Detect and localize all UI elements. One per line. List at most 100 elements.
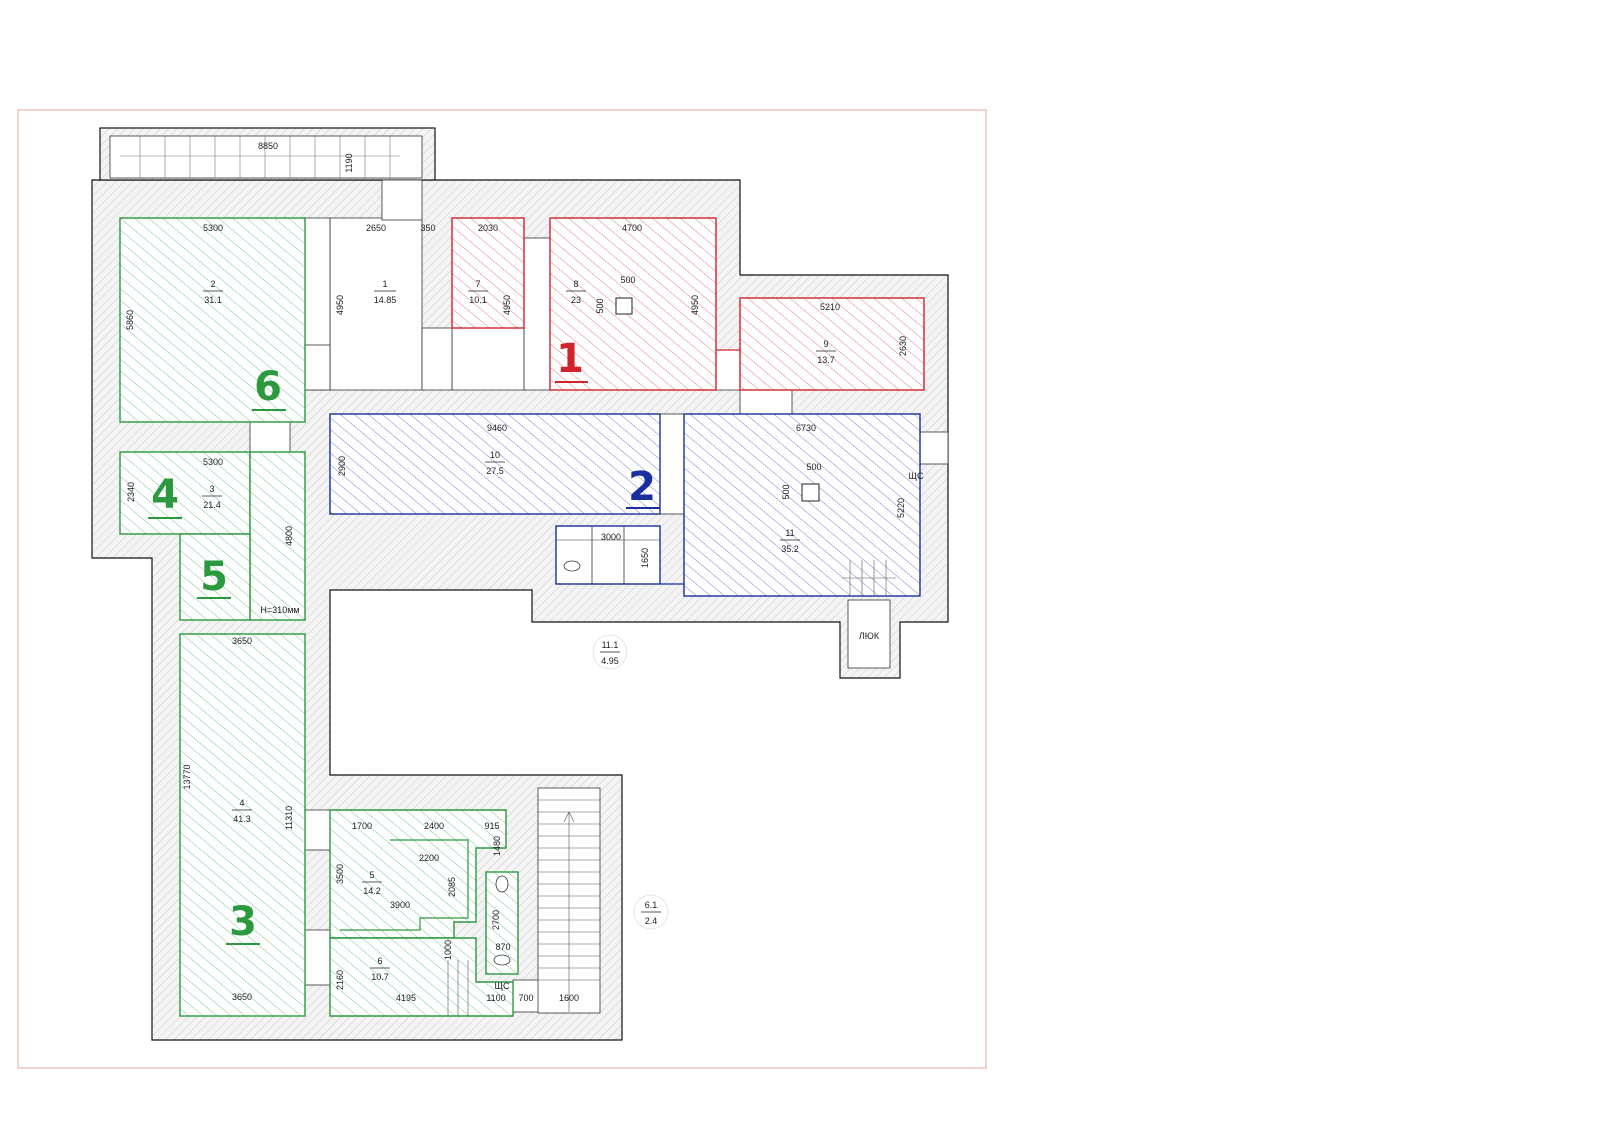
svg-text:11310: 11310 [284,806,294,830]
svg-text:35.2: 35.2 [781,544,799,554]
svg-text:1600: 1600 [559,993,579,1003]
svg-text:4700: 4700 [622,223,642,233]
zone-numbers: 1 2 3 4 5 6 [148,336,660,945]
room-label-6: 6 10.7 [370,956,390,982]
svg-text:500: 500 [781,484,791,499]
column-8 [615,297,633,315]
svg-text:11.1: 11.1 [602,640,619,650]
zone-4-number: 4 [151,472,179,518]
room-label-3: 3 21.4 [202,484,222,510]
svg-text:Н=310мм: Н=310мм [260,605,299,615]
svg-text:6.1: 6.1 [645,900,658,910]
svg-text:3: 3 [209,484,214,494]
svg-text:4950: 4950 [335,295,345,315]
svg-text:13770: 13770 [182,764,192,789]
svg-text:13.7: 13.7 [817,355,835,365]
svg-text:2: 2 [210,279,215,289]
room-labels: 1 14.85 2 31.1 3 21.4 4 41.3 5 14.2 6 10… [202,279,836,982]
zone-blue-rooms [329,413,921,597]
svg-text:8850: 8850 [258,141,278,151]
svg-text:23: 23 [571,295,581,305]
svg-text:6730: 6730 [796,423,816,433]
svg-text:5220: 5220 [896,498,906,518]
svg-text:3000: 3000 [601,532,621,542]
svg-text:7: 7 [475,279,480,289]
svg-text:5210: 5210 [820,302,840,312]
svg-text:2400: 2400 [424,821,444,831]
room-label-4: 4 41.3 [232,798,252,824]
svg-text:500: 500 [595,298,605,313]
svg-text:10.7: 10.7 [371,972,389,982]
zone-1-number: 1 [556,336,584,382]
svg-text:14.2: 14.2 [363,886,381,896]
svg-text:915: 915 [484,821,499,831]
svg-text:3500: 3500 [335,864,345,884]
wc-block [555,525,661,585]
svg-text:9: 9 [823,339,828,349]
svg-text:500: 500 [806,462,821,472]
svg-text:2900: 2900 [337,456,347,476]
svg-text:3650: 3650 [232,992,252,1002]
svg-text:4800: 4800 [284,526,294,546]
svg-text:14.85: 14.85 [374,295,397,305]
room-label-1: 1 14.85 [374,279,397,305]
svg-text:870: 870 [495,942,510,952]
svg-text:10.1: 10.1 [469,295,487,305]
room-label-10: 10 27.5 [485,450,505,476]
svg-text:2085: 2085 [447,877,457,897]
dimension-labels: 8850 1190 5300 5860 2650 350 4950 2030 4… [125,141,908,1003]
svg-text:3900: 3900 [390,900,410,910]
top-stair-treads [120,136,400,178]
svg-text:2630: 2630 [898,336,908,356]
room-label-6-1: 6.1 2.4 [633,894,669,930]
top-stair-flight [109,135,423,179]
svg-text:10: 10 [490,450,500,460]
svg-text:2160: 2160 [335,970,345,990]
svg-text:1650: 1650 [640,548,650,568]
svg-text:2650: 2650 [366,223,386,233]
svg-text:1480: 1480 [492,836,502,856]
room-label-11: 11 35.2 [780,528,800,554]
room-label-8: 8 23 [566,279,586,305]
svg-text:2030: 2030 [478,223,498,233]
svg-text:31.1: 31.1 [204,295,222,305]
svg-text:5300: 5300 [203,223,223,233]
svg-text:8: 8 [573,279,578,289]
room-label-11-1: 11.1 4.95 [592,634,628,670]
toilet-icon [563,560,581,572]
svg-text:1700: 1700 [352,821,372,831]
svg-text:5300: 5300 [203,457,223,467]
zone-6-number: 6 [254,364,282,410]
svg-text:6: 6 [377,956,382,966]
hatch-label: ЛЮК [859,631,880,641]
svg-text:27.5: 27.5 [486,466,504,476]
svg-text:3650: 3650 [232,636,252,646]
column-11 [801,483,820,502]
zone-5-number: 5 [200,554,228,600]
svg-text:1190: 1190 [344,153,354,172]
svg-text:5860: 5860 [125,310,135,330]
room-label-5: 5 14.2 [362,870,382,896]
svg-text:9460: 9460 [487,423,507,433]
zone-green-rooms [119,217,519,1017]
svg-text:4950: 4950 [690,295,700,315]
svg-text:41.3: 41.3 [233,814,251,824]
svg-text:2700: 2700 [491,910,501,930]
svg-text:1100: 1100 [486,993,505,1003]
room-label-9: 9 13.7 [816,339,836,365]
svg-text:350: 350 [420,223,435,233]
bottom-stair-treads [538,799,600,1012]
panel-label-1: ЩС [909,471,924,481]
svg-text:700: 700 [518,993,533,1003]
svg-text:4195: 4195 [396,993,416,1003]
panel-label-2: ЩС [495,981,510,991]
sheet-frame [17,109,987,1069]
svg-text:2340: 2340 [126,482,136,502]
svg-text:4: 4 [239,798,244,808]
svg-text:2200: 2200 [419,853,439,863]
svg-text:4950: 4950 [502,295,512,315]
room-label-2: 2 31.1 [203,279,223,305]
room-label-7: 7 10.1 [468,279,488,305]
svg-text:1: 1 [382,279,387,289]
